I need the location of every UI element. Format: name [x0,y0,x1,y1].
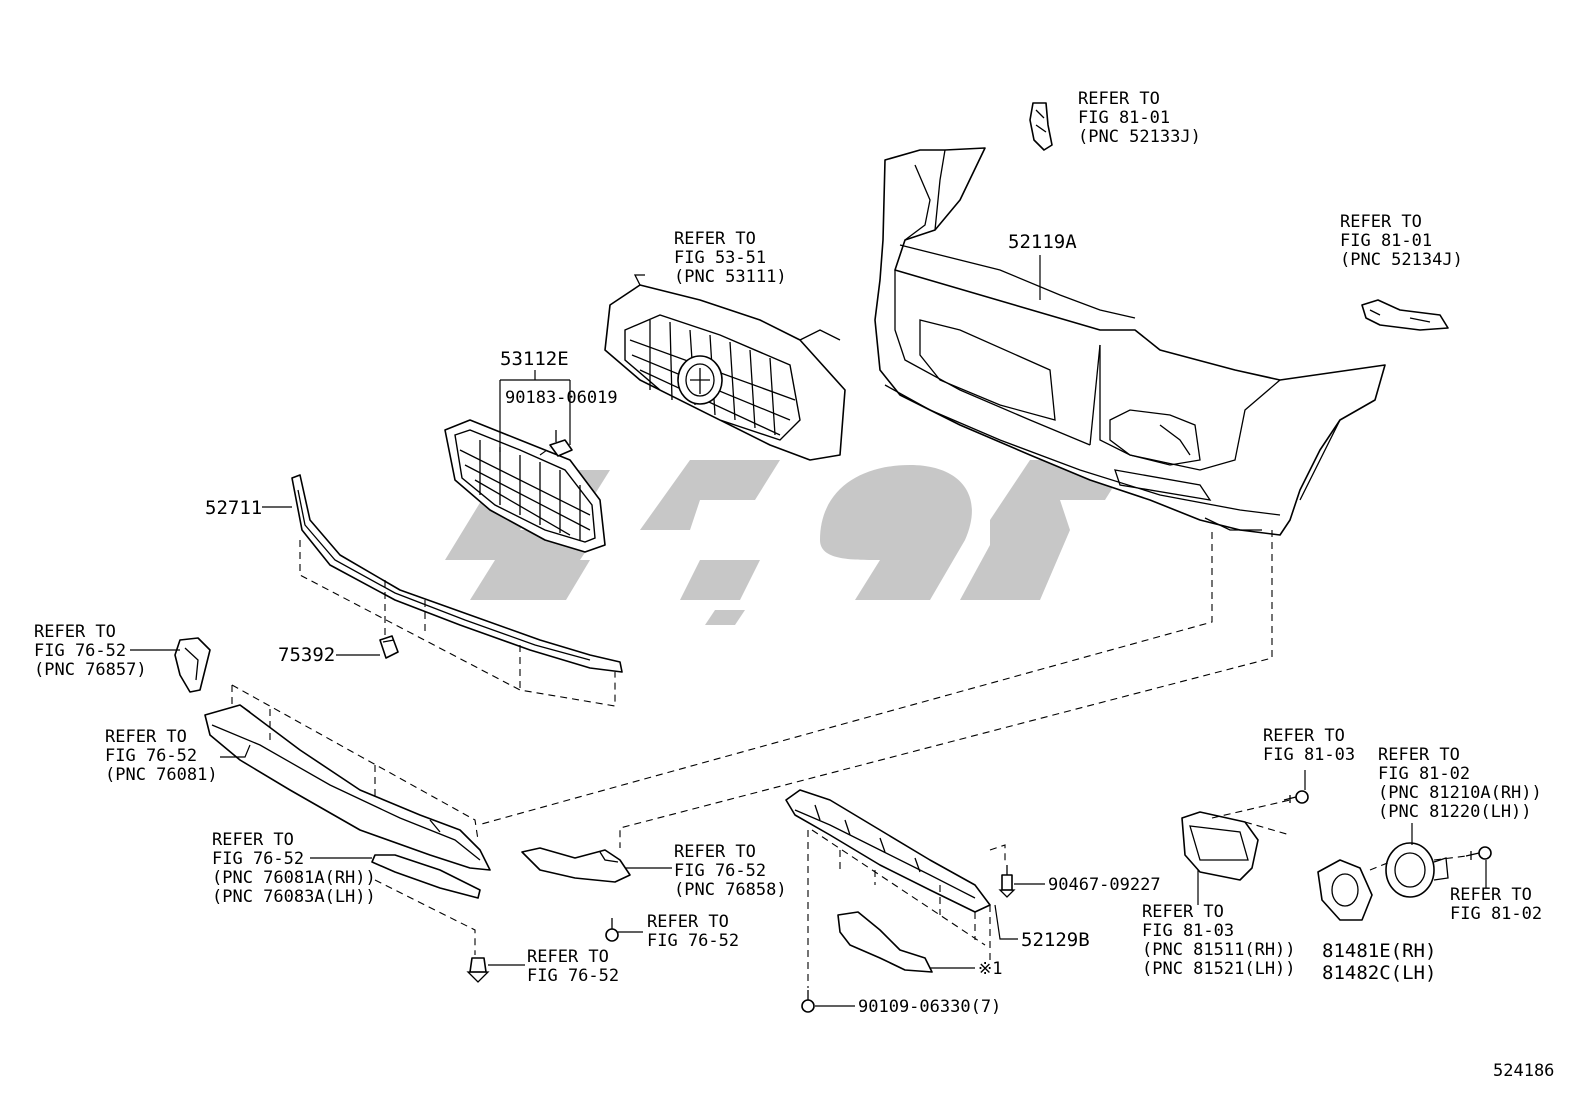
svg-text:REFER TO: REFER TO [105,727,187,747]
ref-spoiler-ext: REFER TO FIG 76-52 (PNC 76081A(RH)) (PNC… [212,830,376,907]
svg-text:REFER TO: REFER TO [1078,89,1160,109]
ref-bracket-lh: REFER TO FIG 81-01 (PNC 52134J) [1340,212,1463,270]
svg-text:REFER TO: REFER TO [1142,902,1224,922]
ref-screw-76: REFER TO FIG 76-52 [647,912,739,951]
grille-insert [444,419,606,553]
lower-molding [291,474,623,673]
svg-text:REFER TO: REFER TO [527,947,609,967]
fog-lamp-bracket [1181,811,1259,881]
svg-text:(PNC 53111): (PNC 53111) [674,267,787,287]
svg-text:FIG 76-52: FIG 76-52 [34,641,126,661]
fog-lamp-cover [1317,859,1373,921]
label-protector-bolt: 90109-06330(7) [858,997,1001,1017]
svg-text:FIG 53-51: FIG 53-51 [674,248,766,268]
svg-text:REFER TO: REFER TO [674,842,756,862]
label-fog-cover-rh: 81481E(RH) [1322,940,1436,962]
svg-text:REFER TO: REFER TO [1263,726,1345,746]
svg-text:FIG 81-03: FIG 81-03 [1142,921,1234,941]
svg-text:FIG 81-03: FIG 81-03 [1263,745,1355,765]
radiator-grille [604,274,846,461]
label-lower-molding: 52711 [205,497,262,519]
svg-text:REFER TO: REFER TO [674,229,756,249]
fog-lamp [1385,842,1449,898]
label-grille-clip: 90183-06019 [505,388,618,408]
ref-side-bracket: REFER TO FIG 76-52 (PNC 76857) [34,622,147,680]
bumper-bracket-rh [1029,102,1053,151]
svg-text:FIG 76-52: FIG 76-52 [647,931,739,951]
ref-fog-bracket: REFER TO FIG 81-03 (PNC 81511(RH)) (PNC … [1142,902,1296,979]
label-retainer: 75392 [278,644,335,666]
ref-radiator-grille: REFER TO FIG 53-51 (PNC 53111) [674,229,787,287]
lower-protector [785,789,991,913]
bumper-bracket-lh [1361,299,1449,331]
svg-text:REFER TO: REFER TO [1378,745,1460,765]
ref-fog-screw: REFER TO FIG 81-02 [1450,885,1542,924]
svg-text:FIG 76-52: FIG 76-52 [212,849,304,869]
bolt-90109-part [801,990,815,1013]
svg-text:REFER TO: REFER TO [1450,885,1532,905]
spoiler-extension [371,854,481,899]
svg-text:FIG 81-01: FIG 81-01 [1078,108,1170,128]
grille-clip-part [549,430,573,457]
svg-text:REFER TO: REFER TO [647,912,729,932]
svg-text:(PNC 81511(RH)): (PNC 81511(RH)) [1142,940,1296,960]
svg-text:REFER TO: REFER TO [212,830,294,850]
leader-lines [130,255,1487,1007]
diagram-id: 524186 [1493,1061,1554,1081]
svg-text:FIG 81-02: FIG 81-02 [1378,764,1470,784]
svg-text:(PNC 76083A(LH)): (PNC 76083A(LH)) [212,887,376,907]
retainer-75392 [379,635,399,659]
svg-text:(PNC 81220(LH)): (PNC 81220(LH)) [1378,802,1532,822]
ref-spoiler: REFER TO FIG 76-52 (PNC 76081) [105,727,218,785]
svg-text:(PNC 76857): (PNC 76857) [34,660,147,680]
clip-90467-part [998,865,1016,898]
clip-lower-part [466,957,490,983]
svg-text:FIG 81-01: FIG 81-01 [1340,231,1432,251]
fog-lamp-screw [1465,846,1492,860]
front-spoiler [204,704,491,871]
svg-text:(PNC 52134J): (PNC 52134J) [1340,250,1463,270]
label-note-marker: ※1 [978,959,1002,979]
svg-text:(PNC 76081): (PNC 76081) [105,765,218,785]
svg-text:(PNC 81521(LH)): (PNC 81521(LH)) [1142,959,1296,979]
assembly-dashed-lines [231,447,1467,988]
svg-text:REFER TO: REFER TO [34,622,116,642]
front-bumper-cover [874,147,1386,536]
label-fog-cover-lh: 81482C(LH) [1322,962,1436,984]
svg-text:FIG 76-52: FIG 76-52 [105,746,197,766]
protector-sub-cover [837,911,933,973]
ref-side-spoiler: REFER TO FIG 76-52 (PNC 76858) [674,842,787,900]
ref-bracket-rh: REFER TO FIG 81-01 (PNC 52133J) [1078,89,1201,147]
label-lower-protector: 52129B [1021,929,1090,951]
svg-text:(PNC 52133J): (PNC 52133J) [1078,127,1201,147]
side-bracket [174,637,211,693]
svg-text:REFER TO: REFER TO [1340,212,1422,232]
svg-text:FIG 81-02: FIG 81-02 [1450,904,1542,924]
svg-text:FIG 76-52: FIG 76-52 [674,861,766,881]
ref-clip-lower: REFER TO FIG 76-52 [527,947,619,986]
label-clip-90467: 90467-09227 [1048,875,1161,895]
label-grille-insert: 53112E [500,348,569,370]
ref-fog-bracket-screw: REFER TO FIG 81-03 [1263,726,1355,765]
side-spoiler [521,847,631,883]
svg-text:(PNC 81210A(RH)): (PNC 81210A(RH)) [1378,783,1542,803]
svg-text:FIG 76-52: FIG 76-52 [527,966,619,986]
ref-fog-lamp: REFER TO FIG 81-02 (PNC 81210A(RH)) (PNC… [1378,745,1542,822]
fog-bracket-screw [1283,790,1309,804]
screw-76-part [605,918,619,942]
svg-text:(PNC 76081A(RH)): (PNC 76081A(RH)) [212,868,376,888]
label-bumper-cover: 52119A [1008,231,1077,253]
svg-text:(PNC 76858): (PNC 76858) [674,880,787,900]
